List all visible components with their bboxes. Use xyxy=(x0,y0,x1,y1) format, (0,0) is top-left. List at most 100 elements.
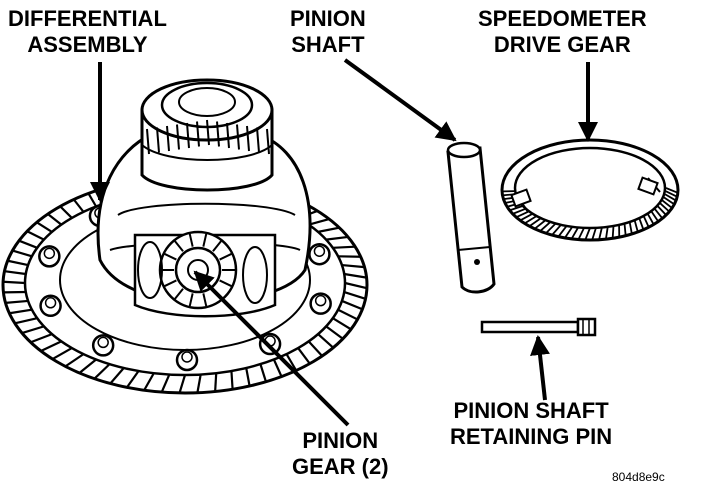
ring-gear-tooth xyxy=(72,198,85,213)
pinion-gear-drawing xyxy=(158,230,238,310)
bearing-roller xyxy=(266,128,270,155)
label-line-2: GEAR (2) xyxy=(292,454,389,479)
ring-gear-bolt-head xyxy=(43,247,56,260)
retaining-pin-drawing xyxy=(480,317,597,337)
ring-gear-tooth xyxy=(196,374,202,393)
speedometer-gear-tooth xyxy=(650,211,659,222)
ring-gear-tooth xyxy=(230,370,234,390)
ring-gear-tooth xyxy=(285,353,298,372)
label-line-1: SPEEDOMETER xyxy=(478,6,647,31)
bearing-roller xyxy=(226,122,230,149)
speedometer-gear-tooth xyxy=(661,199,672,209)
arrow-retaining-pin xyxy=(530,335,550,401)
pinion-gear-tooth xyxy=(164,279,177,287)
speedometer-gear-tooth xyxy=(534,219,546,229)
ring-gear-tooth xyxy=(26,230,45,241)
pinion-gear-tooth xyxy=(212,240,222,252)
bearing-roller xyxy=(206,119,210,146)
ring-gear-tooth xyxy=(297,347,311,365)
label-pinion-shaft-retaining-pin: PINION SHAFT RETAINING PIN xyxy=(450,398,612,450)
speedometer-gear-tooth xyxy=(525,215,537,224)
ring-gear-tooth xyxy=(341,263,365,269)
ring-gear-tooth xyxy=(126,370,140,388)
bearing-roller xyxy=(216,121,220,147)
ring-gear-tooth xyxy=(317,333,334,349)
speedometer-gear-tooth xyxy=(591,227,597,240)
pinion-gear-tooth xyxy=(174,288,184,300)
pinion-gear-tooth xyxy=(188,233,194,247)
ring-gear-tooth xyxy=(109,367,125,385)
label-line-1: PINION xyxy=(290,6,366,31)
speedometer-gear-tooth xyxy=(529,217,542,227)
ring-gear-tooth xyxy=(343,290,366,300)
speedometer-gear-tooth xyxy=(665,190,677,198)
ring-gear-tooth xyxy=(332,317,352,331)
ring-gear-bolt xyxy=(308,242,331,266)
label-line-2: DRIVE GEAR xyxy=(493,32,631,57)
ring-gear-bolt-head xyxy=(44,297,57,309)
pinion-gear-tooth xyxy=(219,253,232,261)
label-line-2: ASSEMBLY xyxy=(27,32,148,57)
speedometer-gear-tooth xyxy=(516,210,529,218)
speedometer-gear-tooth xyxy=(513,208,526,215)
speedometer-gear-tooth xyxy=(665,187,678,194)
speedometer-gear-tooth xyxy=(552,224,562,235)
ring-gear-tooth xyxy=(317,226,340,233)
speedometer-gear-tooth xyxy=(540,221,551,232)
ring-gear-tooth xyxy=(4,270,26,276)
ring-gear-tooth xyxy=(341,299,363,311)
ring-gear-bolt xyxy=(175,348,199,372)
ring-gear-tooth xyxy=(272,359,283,378)
ring-gear-bolt xyxy=(38,245,61,268)
label-line-1: PINION xyxy=(302,428,379,453)
leader-arrows xyxy=(90,58,598,427)
bearing-roller xyxy=(256,127,260,153)
bearing-roller xyxy=(196,121,200,147)
ring-gear-bolt xyxy=(91,334,115,357)
arrow-pinion-shaft xyxy=(343,58,457,142)
carrier-bearing xyxy=(140,78,274,192)
speedometer-gear-tooth xyxy=(638,218,644,230)
speedometer-gear-tooth xyxy=(571,227,579,239)
label-differential-assembly: DIFFERENTIAL ASSEMBLY xyxy=(8,6,167,58)
ring-gear-tooth xyxy=(344,272,367,279)
pinion-shaft-drawing xyxy=(446,141,496,294)
pinion-gear-tooth xyxy=(202,293,208,307)
ring-gear-tooth xyxy=(59,205,73,219)
speedometer-gear-tooth xyxy=(664,193,676,201)
ring-gear-tooth xyxy=(51,347,73,360)
ring-gear-tooth xyxy=(40,340,62,352)
speedometer-drive-gear-drawing xyxy=(500,138,680,242)
bearing-roller xyxy=(246,125,250,152)
ring-gear-tooth xyxy=(245,367,251,387)
bearing-roller xyxy=(176,124,180,150)
ring-gear-tooth xyxy=(325,325,344,340)
ring-gear-tooth xyxy=(5,299,29,304)
ring-gear-tooth xyxy=(64,353,85,368)
bearing-roller xyxy=(186,122,190,149)
ring-gear-tooth xyxy=(12,249,33,258)
ring-gear-tooth xyxy=(325,235,349,241)
speedometer-gear-tooth xyxy=(546,223,557,234)
label-pinion-shaft: PINION SHAFT xyxy=(290,6,366,58)
ring-gear-tooth xyxy=(344,281,368,290)
pinion-gear-tooth xyxy=(202,233,208,247)
speedometer-gear-tooth xyxy=(520,213,533,221)
ring-gear-tooth xyxy=(36,221,53,233)
label-line-2: RETAINING PIN xyxy=(450,424,613,449)
speedometer-gear-tooth xyxy=(642,215,650,227)
ring-gear-tooth xyxy=(259,363,267,383)
ring-gear-tooth xyxy=(160,374,171,393)
ring-gear-tooth xyxy=(30,333,53,344)
ring-gear-bolt-head xyxy=(313,245,326,257)
figure-reference: 804d8e9c xyxy=(612,470,665,484)
speedometer-gear-tooth xyxy=(654,208,663,219)
ring-gear-tooth xyxy=(307,340,323,357)
ring-gear-tooth xyxy=(308,217,330,226)
ring-gear-tooth xyxy=(7,259,29,267)
ring-gear-bolt-head xyxy=(97,336,109,349)
bearing-roller xyxy=(156,127,160,153)
label-pinion-gear: PINION GEAR (2) xyxy=(292,428,389,480)
